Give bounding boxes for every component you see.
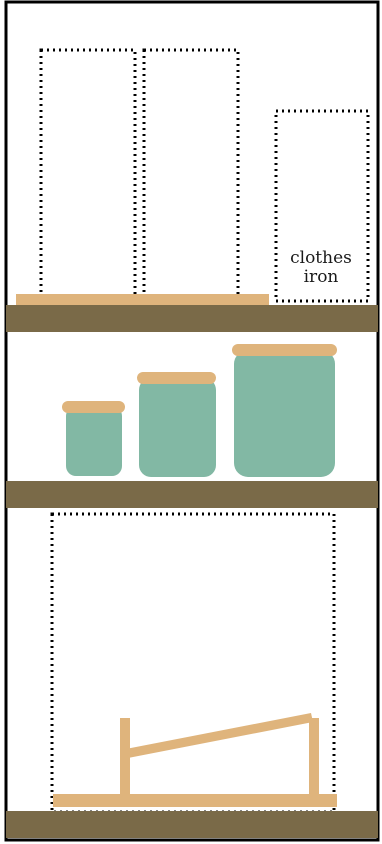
large-jar-body [234,350,335,477]
middle-shelf-plank [6,481,378,508]
stand-right-leg [309,718,319,796]
medium-jar-lid [137,372,216,384]
large-jar-lid [232,344,337,356]
clothes-iron-label: clothes iron [271,249,371,287]
medium-jar-body [139,378,216,477]
medium-jar [137,372,216,477]
stand-base-board [53,794,337,807]
small-jar [62,401,125,476]
small-jar-lid [62,401,125,413]
small-jar-body [66,406,122,476]
top-shelf-plank [6,305,378,332]
bottom-shelf-plank [6,811,378,838]
clothes-iron-label-line1: clothes [271,249,371,268]
large-jar [232,344,337,477]
flat-board-item [16,294,269,306]
clothes-iron-label-line2: iron [271,268,371,287]
